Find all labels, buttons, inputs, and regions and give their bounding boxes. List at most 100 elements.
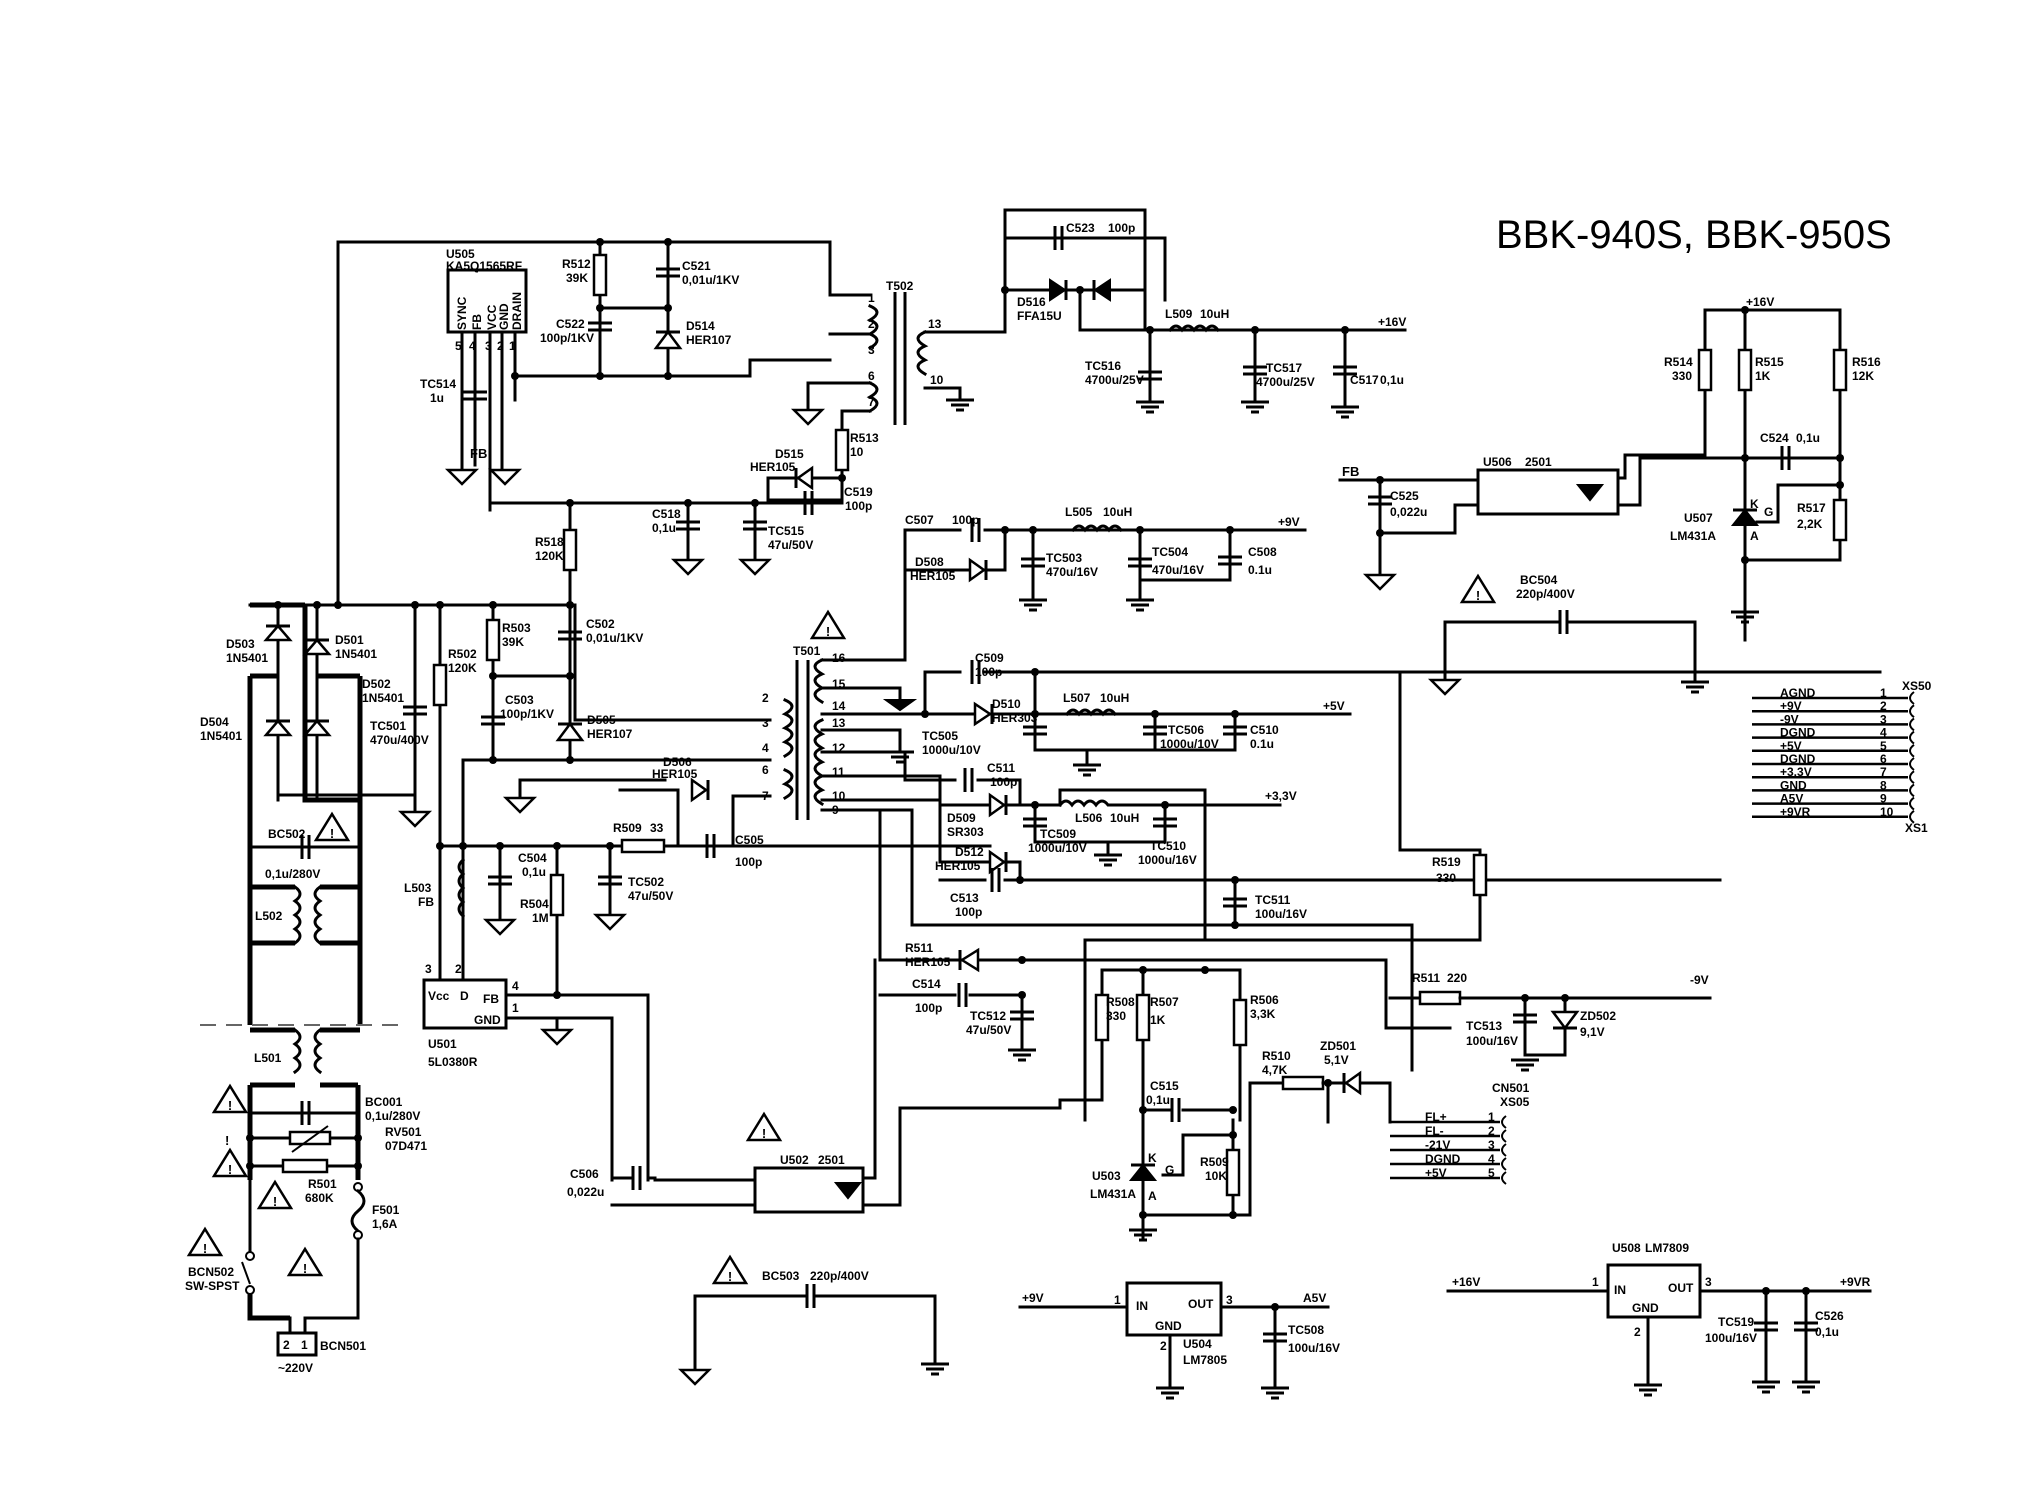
component-label: 14 (832, 699, 846, 713)
component-label: 330 (1672, 369, 1692, 383)
resistor-symbol (432, 663, 448, 707)
component-label: 0,01u/1KV (586, 631, 643, 645)
wire (1755, 483, 1842, 524)
ground-icon (489, 468, 521, 486)
component-label: 100u/16V (1705, 1331, 1757, 1345)
component-label: R519 (1432, 855, 1461, 869)
wire (292, 884, 302, 946)
component-label: 1 (301, 1338, 308, 1352)
component-label: R509 (1200, 1155, 1229, 1169)
component-label: 1K (1150, 1013, 1166, 1027)
junction-dot (1521, 994, 1529, 1002)
component-label: D504 (200, 715, 229, 729)
resistor-symbol (562, 528, 578, 572)
earth-ground-icon (1071, 763, 1103, 777)
junction-dot (553, 991, 561, 999)
xs50-pin-contact (1909, 796, 1915, 811)
junction-dot (1741, 556, 1749, 564)
component-label: 680K (305, 1191, 334, 1205)
component-label: C505 (735, 833, 764, 847)
component-label: 1000u/16V (1138, 853, 1197, 867)
component-label: 1M (532, 911, 549, 925)
component-label: 10uH (1200, 307, 1229, 321)
junction-dot (1226, 526, 1234, 534)
component-label: C518 (652, 507, 681, 521)
xs50-pin-label: +9VR (1780, 805, 1811, 819)
component-label: GND (1155, 1319, 1182, 1333)
junction-dot (1018, 956, 1026, 964)
junction-dot (1146, 326, 1154, 334)
warning-icon (212, 1084, 248, 1115)
component-label: 4700u/25V (1256, 375, 1315, 389)
wire (813, 718, 826, 807)
component-label: TC506 (1168, 723, 1204, 737)
u506-optocoupler: U506 2501 (1476, 455, 1620, 516)
junction-dot (1136, 526, 1144, 534)
cn501-pin-number: 2 (1488, 1124, 1495, 1138)
component-label: 100p/1KV (500, 707, 554, 721)
diode-symbol (1550, 1010, 1580, 1031)
junction-dot (596, 304, 604, 312)
component-label: LM431A (1670, 529, 1716, 543)
diode-symbol (263, 719, 293, 737)
ground-icon (792, 408, 824, 426)
component-label: D514 (686, 319, 715, 333)
component-label: 1 (1592, 1275, 1599, 1289)
component-label: R502 (448, 647, 477, 661)
component-label: 5L0380R (428, 1055, 478, 1069)
component-label: 0,1u/280V (265, 867, 320, 881)
wire (840, 409, 872, 432)
junction-dot (1251, 326, 1259, 334)
junction-dot (566, 756, 574, 764)
component-label: C526 (1815, 1309, 1844, 1323)
wire (1003, 236, 1167, 302)
component-label: TC509 (1040, 827, 1076, 841)
component-label: C507 (905, 513, 934, 527)
xs50-pin-contact (1909, 810, 1915, 824)
component-label: LM7805 (1183, 1353, 1227, 1367)
cn501-pin-contact (1501, 1129, 1507, 1143)
component-label: 1 (509, 339, 516, 353)
component-label: D512 (955, 845, 984, 859)
resistor-symbol (834, 428, 850, 472)
component-label: Vcc (428, 989, 450, 1003)
component-label: C517 (1350, 373, 1379, 387)
component-label: 0,1u (1146, 1093, 1170, 1107)
component-label: F501 (372, 1203, 400, 1217)
component-label: FB (470, 314, 484, 330)
wire (457, 857, 466, 919)
junction-dot (489, 672, 497, 680)
u508-regulator: U508 LM7809 IN GND OUT 1 2 3 (1592, 1241, 1712, 1339)
earth-ground-icon (1127, 1228, 1159, 1242)
junction-dot (1151, 710, 1159, 718)
component-label: 1000u/10V (1028, 841, 1087, 855)
resistor-symbol (1094, 993, 1110, 1042)
component-label: 100p (845, 499, 872, 513)
ground-icon (739, 558, 771, 576)
xs50-pin-contact (1909, 744, 1915, 758)
component-label: 100p/1KV (540, 331, 594, 345)
component-label: 0,1u (652, 521, 676, 535)
earth-ground-icon (1632, 1383, 1664, 1397)
component-label: 9,1V (1580, 1025, 1605, 1039)
wire (504, 993, 650, 1182)
component-label: R510 (1262, 1049, 1291, 1063)
warning-icon (314, 812, 350, 843)
junction-dot (1139, 1106, 1147, 1114)
capacitor-symbol (1170, 1096, 1181, 1124)
resistor-symbol (1697, 348, 1713, 392)
component-label: IN (1614, 1283, 1626, 1297)
junction-dot (274, 601, 282, 609)
xs50-pin-label: +3,3V (1780, 765, 1812, 779)
component-label: TC517 (1266, 361, 1302, 375)
warning-icon (187, 1227, 223, 1258)
component-label: 1N5401 (362, 691, 404, 705)
earth-ground-icon (1239, 400, 1271, 414)
component-label: L503 (404, 881, 432, 895)
ic-body (446, 268, 528, 334)
component-label: TC516 (1085, 359, 1121, 373)
component-label: +9V (1278, 515, 1300, 529)
wire (1167, 324, 1221, 333)
cn501-pin-number: 5 (1488, 1166, 1495, 1180)
wire (903, 528, 1007, 572)
